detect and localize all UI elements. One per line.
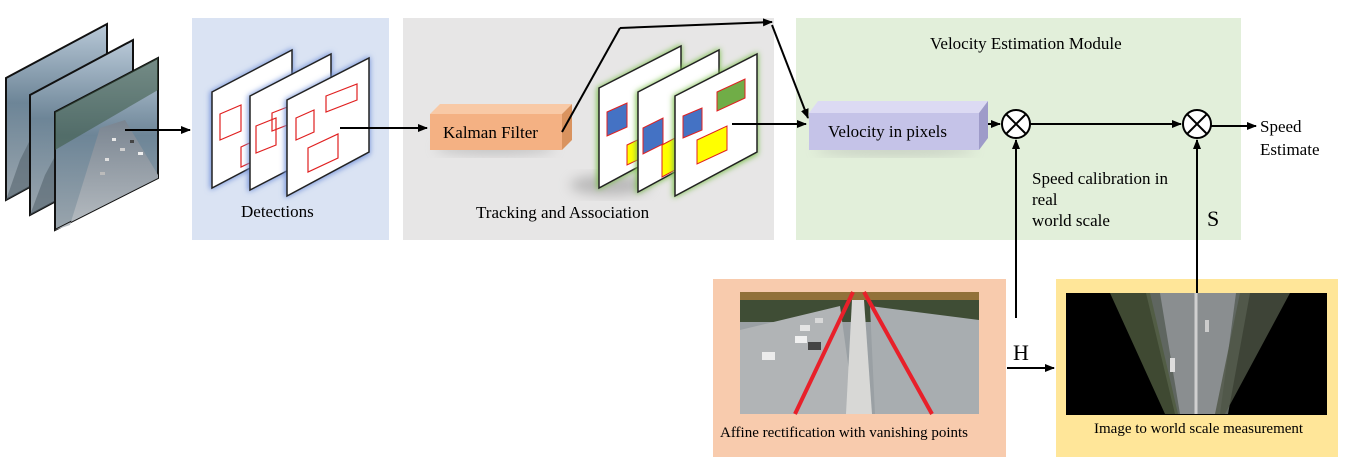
tracking-stage-label: Tracking and Association: [476, 203, 650, 222]
flow-arrows: [125, 18, 1257, 372]
tracking-frame-3: [673, 52, 758, 198]
lane-line-right: [862, 291, 934, 415]
detection-frames: [210, 48, 370, 198]
kalman-filter-block: [430, 104, 572, 154]
calibration-line3: world scale: [1032, 211, 1110, 230]
detections-stage-label: Detections: [241, 202, 314, 221]
world-scale-image: [1066, 293, 1327, 415]
speed-output-line2: Estimate: [1260, 140, 1320, 159]
affine-road-image: [740, 291, 979, 415]
world-scale-caption: Image to world scale measurement: [1094, 421, 1304, 437]
lane-line-left: [793, 291, 855, 415]
calibration-line2: real: [1032, 190, 1058, 209]
symbol-s: S: [1207, 206, 1220, 231]
symbol-h: H: [1013, 340, 1029, 365]
arrow-top-to-velocity: [771, 24, 809, 119]
velocity-pixels-label: Velocity in pixels: [828, 122, 947, 141]
video-frame-3: [54, 56, 159, 232]
arrow-top-route: [619, 18, 773, 29]
affine-caption: Affine rectification with vanishing poin…: [720, 425, 969, 441]
multiplier-node-1: [1001, 109, 1031, 139]
arrow-kalman-to-top: [561, 27, 621, 133]
detection-frame-3: [285, 56, 370, 198]
multiplier-node-2: [1182, 109, 1212, 139]
calibration-line1: Speed calibration in: [1032, 169, 1168, 188]
tracking-frames: [570, 44, 758, 198]
velocity-pixels-block: [809, 101, 988, 155]
kalman-filter-label: Kalman Filter: [443, 123, 538, 142]
input-video-frames: [5, 22, 159, 232]
speed-output-line1: Speed: [1260, 117, 1302, 136]
velocity-module-title: Velocity Estimation Module: [930, 34, 1122, 53]
